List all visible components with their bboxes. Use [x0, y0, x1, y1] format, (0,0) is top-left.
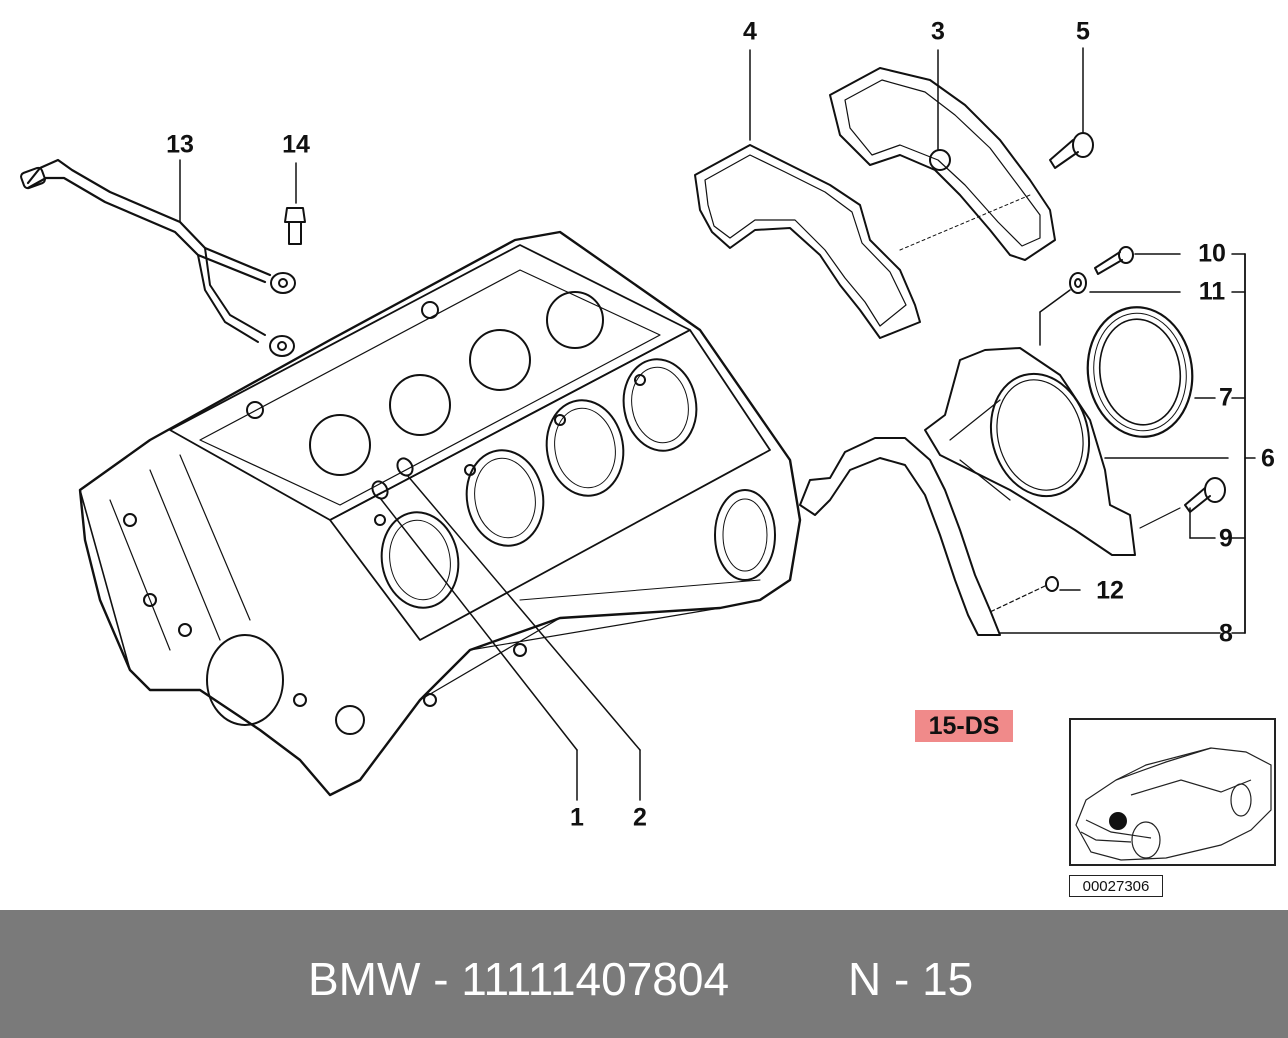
bolt-10 — [1094, 246, 1181, 275]
timing-cover-3 — [829, 49, 1056, 261]
callout-11: 11 — [1198, 277, 1226, 306]
car-outline-icon — [1075, 747, 1272, 861]
section-tag: 15-DS — [915, 710, 1013, 742]
callout-7: 7 — [1219, 383, 1233, 412]
engine-block-illustration — [78, 230, 802, 797]
callout-14: 14 — [282, 130, 310, 159]
gasket-8 — [799, 437, 1221, 636]
parts-diagram: 4 3 5 13 14 10 11 7 6 9 12 8 1 2 15-DS 0… — [20, 17, 1276, 897]
callout-4: 4 — [743, 17, 757, 46]
footer-bar — [0, 910, 1288, 1038]
shaft-seal-7 — [1086, 306, 1216, 438]
seal-carrier-6 — [924, 347, 1229, 556]
image-number: 00027306 — [1069, 875, 1163, 897]
gasket-4 — [694, 49, 921, 339]
footer-part-number: BMW - 11111407804 — [308, 953, 730, 1005]
callout-3: 3 — [931, 17, 945, 46]
callout-5: 5 — [1076, 17, 1090, 46]
washer-11 — [1039, 272, 1181, 346]
callout-9: 9 — [1219, 524, 1233, 553]
dowel-sleeves — [371, 457, 641, 801]
hex-bolt-14 — [284, 162, 306, 245]
callout-12: 12 — [1096, 576, 1124, 605]
bolt-9 — [1139, 477, 1226, 539]
knock-sensor-cable — [20, 158, 296, 357]
callout-13: 13 — [166, 130, 194, 159]
bolt-5 — [1049, 47, 1094, 169]
callout-8: 8 — [1219, 619, 1233, 648]
vehicle-location-thumbnail — [1069, 718, 1276, 866]
footer-group-code: N - 15 — [848, 953, 974, 1005]
callout-bracket — [1231, 253, 1256, 634]
callout-10: 10 — [1198, 239, 1226, 268]
callout-2: 2 — [633, 803, 647, 832]
dowel-12 — [989, 576, 1081, 613]
callout-6: 6 — [1261, 444, 1275, 473]
exploded-view-drawing — [20, 47, 1256, 801]
callout-1: 1 — [570, 803, 584, 832]
